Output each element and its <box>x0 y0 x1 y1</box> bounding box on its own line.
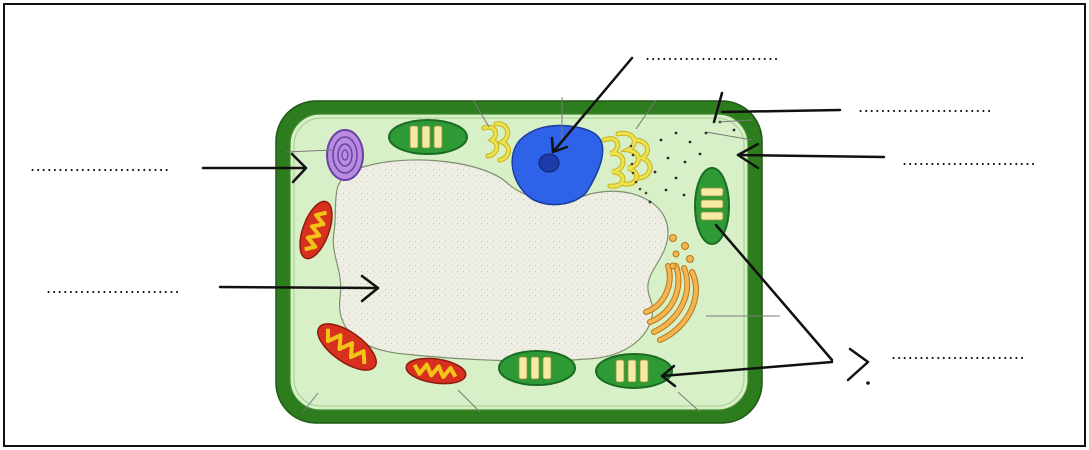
chloroplast-top <box>389 120 467 154</box>
blank-label-cell-wall[interactable]: ........................ <box>858 99 992 115</box>
vesicle <box>327 130 363 180</box>
blank-label-membrane[interactable]: ........................ <box>902 152 1036 168</box>
chloroplast-bottom-middle <box>499 351 575 385</box>
blank-label-left-upper[interactable]: ......................... <box>30 158 170 174</box>
nucleolus <box>539 154 559 172</box>
blank-label-top[interactable]: ........................ <box>645 47 779 63</box>
arrow-to-vacuole <box>220 287 378 288</box>
arrow-dot <box>866 381 870 385</box>
blank-label-right-lower[interactable]: ........................ <box>891 346 1025 362</box>
chloroplast-bottom-right <box>596 354 672 388</box>
blank-label-left-lower[interactable]: ........................ <box>46 280 180 296</box>
